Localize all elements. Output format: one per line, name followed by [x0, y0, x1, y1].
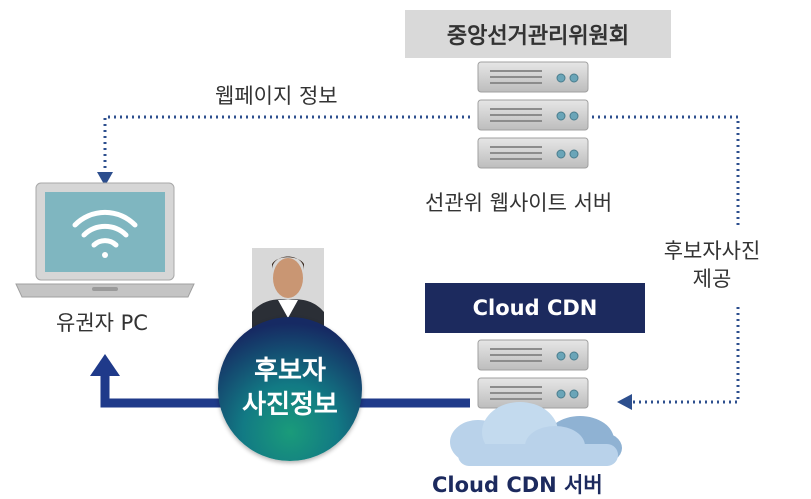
- cdn-server-icon: [477, 339, 589, 409]
- cloud-icon: [450, 402, 622, 466]
- server-icon: [477, 61, 589, 169]
- candidate-provide-line2: 제공: [692, 267, 732, 291]
- org-header: 중앙선거관리위원회: [405, 10, 671, 58]
- candidate-provide-label: 후보자사진 제공: [652, 225, 772, 305]
- candidate-provide-line1: 후보자사진: [663, 238, 761, 263]
- cdn-header: Cloud CDN: [425, 283, 645, 333]
- laptop-icon: [15, 182, 195, 298]
- badge-line2: 사진정보: [242, 390, 338, 420]
- cdn-server-label: Cloud CDN 서버: [432, 473, 603, 497]
- wifi-icon: [72, 209, 138, 258]
- webpage-info-flow: [103, 115, 470, 176]
- badge-line1: 후보자: [254, 356, 326, 387]
- candidate-photo-arrowhead: [617, 394, 632, 410]
- candidate-photo-badge: 후보자 사진정보: [218, 317, 362, 461]
- web-server-label: 선관위 웹사이트 서버: [425, 191, 613, 215]
- photo-delivery-arrowhead: [90, 354, 120, 376]
- webpage-info-arrowhead: [97, 172, 113, 186]
- webpage-info-label: 웹페이지 정보: [215, 84, 338, 108]
- user-pc-label: 유권자 PC: [56, 311, 148, 335]
